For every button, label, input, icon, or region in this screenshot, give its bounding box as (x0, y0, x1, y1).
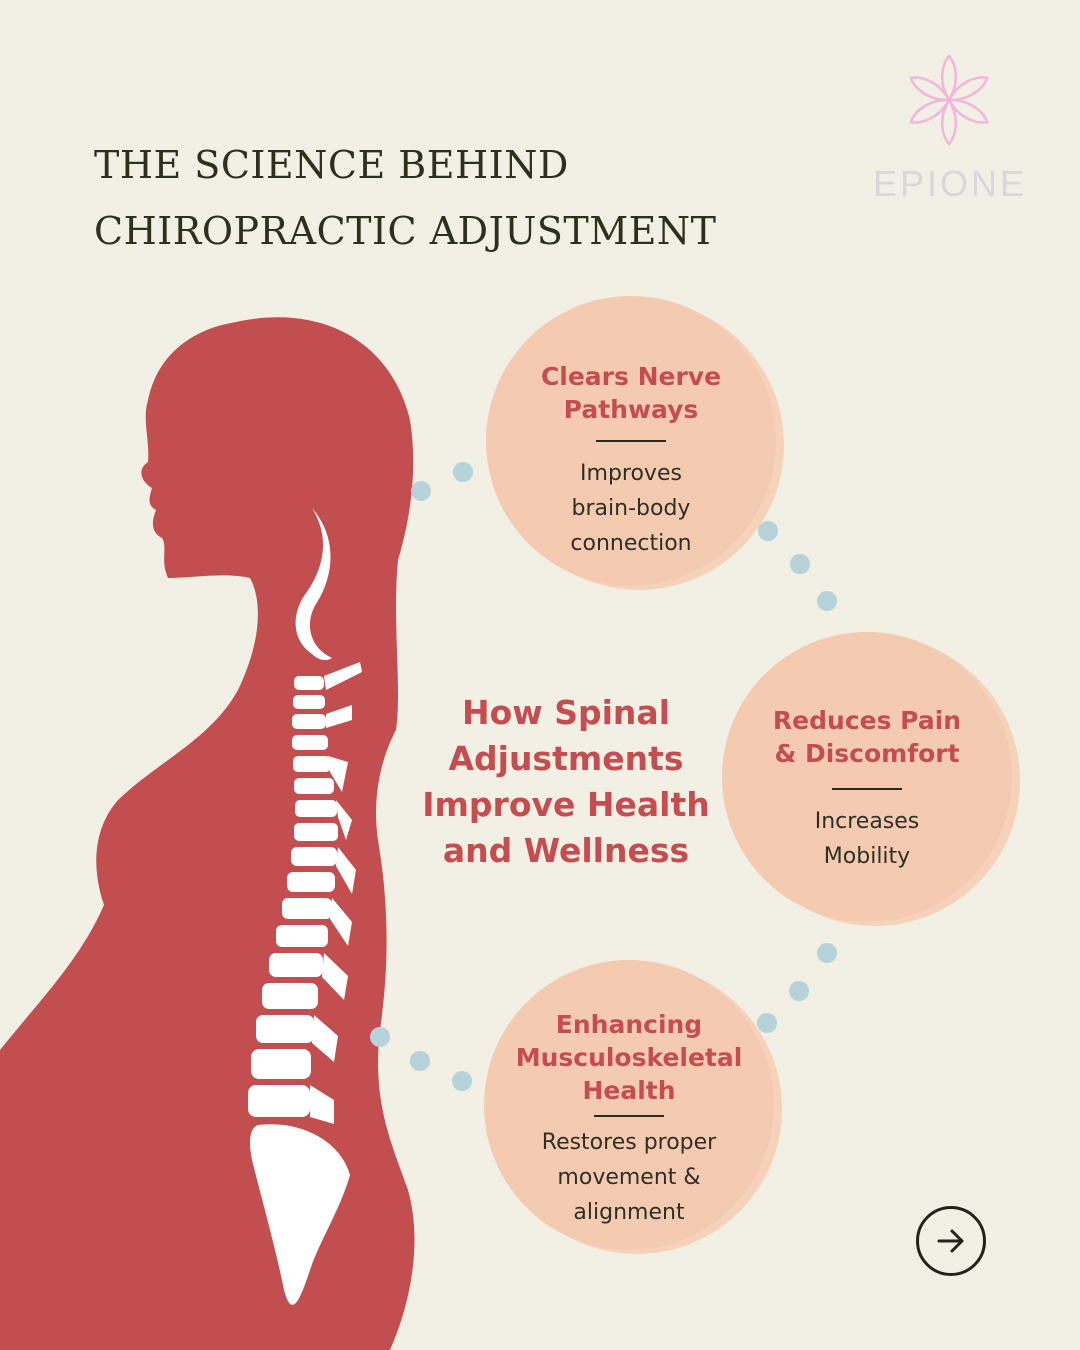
divider (594, 1115, 664, 1117)
lotus-flower-icon (909, 54, 989, 146)
page-title: THE SCIENCE BEHIND CHIROPRACTIC ADJUSTME… (94, 132, 717, 264)
benefit-card-nerve-pathways: Clears Nerve Pathways Improves brain-bod… (486, 296, 784, 590)
connector-dot (452, 1071, 472, 1091)
title-line-1: THE SCIENCE BEHIND (94, 143, 569, 187)
divider (596, 440, 666, 442)
center-headline: How Spinal Adjustments Improve Health an… (422, 693, 710, 870)
benefit-description: Increases Mobility (814, 809, 920, 869)
connector-dot (789, 981, 809, 1001)
benefit-description: Improves brain-body connection (570, 461, 692, 556)
connector-dot (453, 462, 473, 482)
benefit-heading: Reduces Pain & Discomfort (772, 706, 962, 768)
connector-dot (817, 591, 837, 611)
connector-dot (758, 521, 778, 541)
arrow-right-icon (937, 1229, 964, 1253)
connector-dot (411, 481, 431, 501)
spine-illustration (248, 508, 362, 1305)
connector-dot (757, 1013, 777, 1033)
brand-name: EPIONE (872, 163, 1028, 204)
benefit-description: Restores proper movement & alignment (541, 1130, 717, 1225)
title-line-2: CHIROPRACTIC ADJUSTMENT (94, 209, 717, 253)
connector-dot (817, 943, 837, 963)
connector-dot (370, 1027, 390, 1047)
benefit-heading: Clears Nerve Pathways (540, 362, 722, 424)
brand-logo: EPIONE (860, 52, 1040, 222)
next-slide-button[interactable] (916, 1206, 986, 1276)
benefit-card-musculoskeletal: Enhancing Musculoskeletal Health Restore… (484, 960, 782, 1254)
connector-dot (410, 1051, 430, 1071)
body-silhouette (0, 317, 415, 1350)
divider (832, 788, 902, 790)
benefit-heading: Enhancing Musculoskeletal Health (515, 1010, 743, 1105)
connector-dot (790, 554, 810, 574)
benefit-card-pain-relief: Reduces Pain & Discomfort Increases Mobi… (722, 632, 1020, 926)
